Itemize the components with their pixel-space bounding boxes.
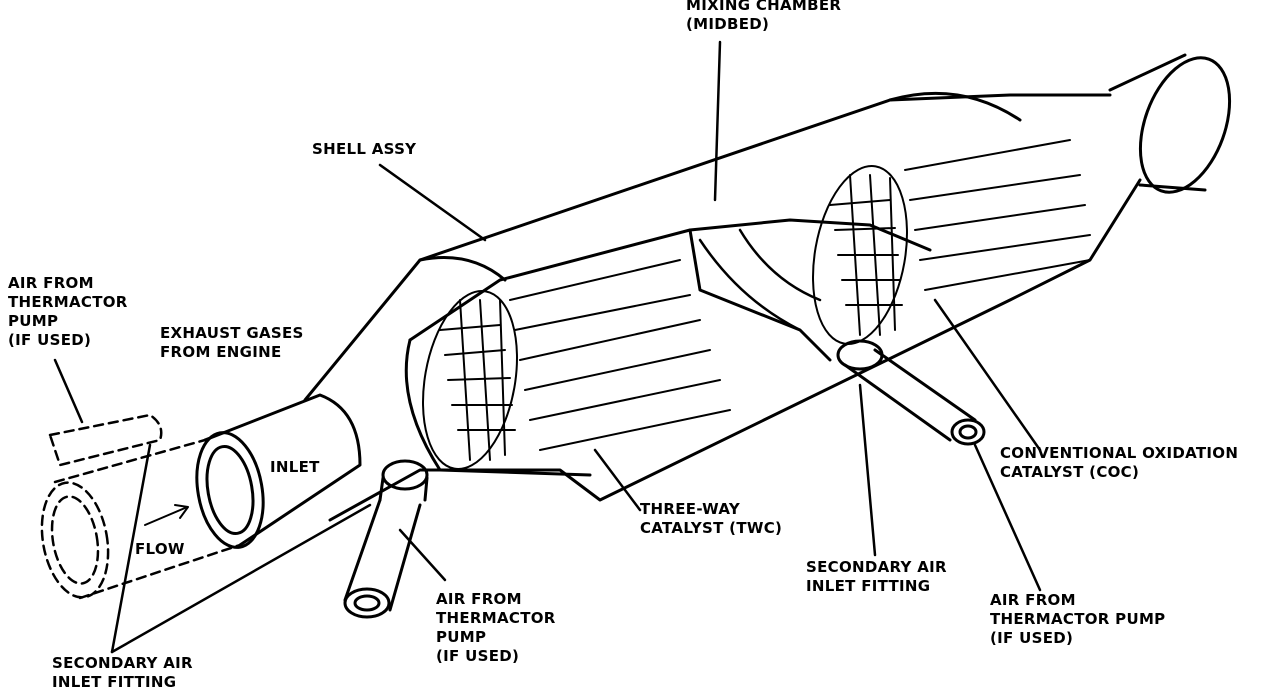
outlet-pipe	[1108, 53, 1232, 194]
three-way-catalyst-brick	[422, 259, 731, 470]
label-flow: FLOW	[135, 540, 185, 558]
leader-air-right	[973, 443, 1042, 592]
oxidation-catalyst-brick	[812, 139, 1091, 345]
leader-mixing-chamber	[713, 40, 722, 202]
leader-air-left	[53, 358, 84, 424]
label-inlet: INLET	[270, 458, 320, 476]
cutaway-opening	[404, 218, 932, 477]
leader-coc	[933, 298, 1042, 452]
mixing-chamber	[698, 228, 822, 332]
flow-arrow	[144, 504, 189, 526]
inlet-pipe-extension	[40, 413, 242, 600]
leader-secondary-left-2	[110, 503, 372, 654]
leader-air-mid	[398, 528, 447, 582]
leader-shell-assy	[378, 163, 487, 242]
leader-secondary-right	[858, 383, 877, 557]
label-mixing-chamber: MIXING CHAMBER(MIDBED)	[686, 0, 842, 33]
leader-secondary-left-1	[110, 443, 152, 654]
leader-twc	[593, 448, 642, 512]
leader-lines	[53, 40, 1042, 654]
label-shell-assy: SHELL ASSY	[312, 140, 417, 158]
secondary-air-tube-left	[343, 459, 429, 619]
secondary-air-tube-right	[836, 339, 986, 446]
inlet-pipe	[195, 393, 362, 549]
